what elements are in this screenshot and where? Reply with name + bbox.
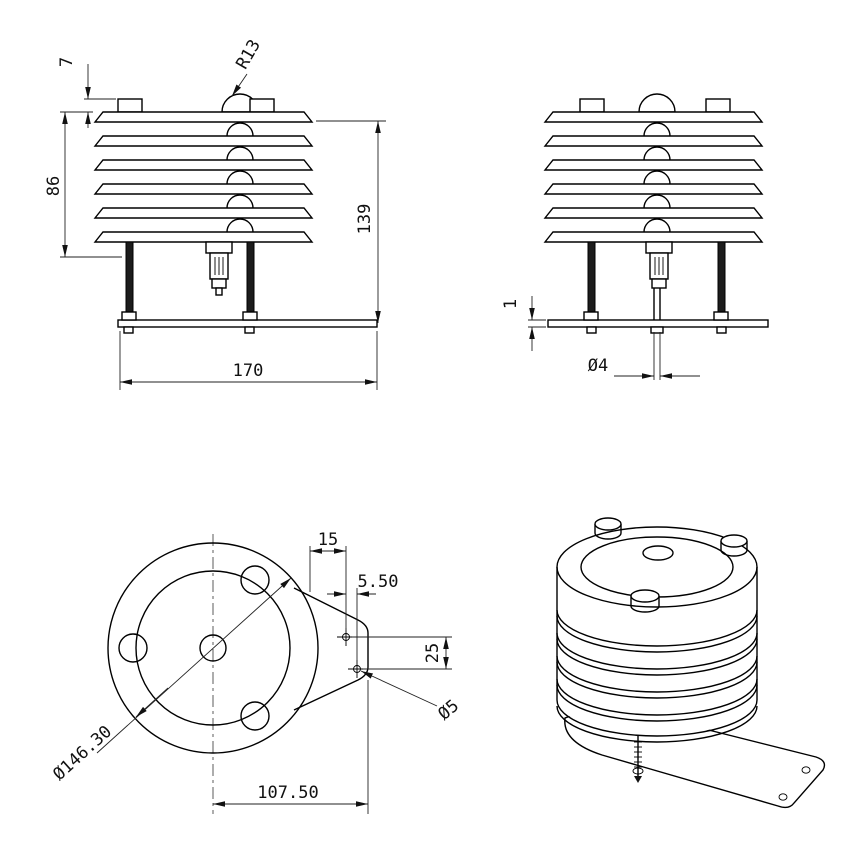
cylinder-occlusion xyxy=(558,665,756,735)
dim-label-stack-height: 86 xyxy=(44,176,64,196)
dim-label-plate-thickness: 1 xyxy=(501,299,521,309)
front-view-dimensions: 7 86 139 170 R13 xyxy=(44,36,386,390)
leg-left xyxy=(587,241,596,321)
cap-tab-right xyxy=(249,98,275,113)
leg-right xyxy=(717,241,726,321)
screw xyxy=(634,736,642,783)
side-view xyxy=(543,93,769,334)
louver xyxy=(93,207,314,219)
louver xyxy=(93,183,314,195)
bracket-hole xyxy=(778,793,788,801)
leg-right xyxy=(246,241,255,321)
center-hole xyxy=(199,634,227,662)
outer-circle xyxy=(107,542,319,754)
dim-label-overall-height: 139 xyxy=(355,204,375,235)
dim-label-hole-diameter: Ø5 xyxy=(435,696,464,724)
louver xyxy=(93,111,314,123)
louver xyxy=(93,135,314,147)
nut xyxy=(716,326,727,334)
nut xyxy=(242,311,258,321)
nut xyxy=(583,311,599,321)
louver xyxy=(93,159,314,171)
louver xyxy=(93,231,314,243)
cap-post xyxy=(630,589,660,613)
dim-label-center-to-edge: 107.50 xyxy=(257,783,318,803)
center-hole xyxy=(642,545,674,561)
inner-dome-arcs xyxy=(226,122,254,233)
nut xyxy=(121,311,137,321)
sensor-connector xyxy=(645,241,673,289)
inner-dome-arcs xyxy=(643,122,671,233)
cap-post xyxy=(594,517,622,540)
base-plate xyxy=(547,319,769,328)
cap-tab-right xyxy=(705,98,731,113)
sensor-connector xyxy=(205,241,233,296)
bracket-hole xyxy=(801,766,811,774)
cap-tab-left xyxy=(579,98,605,113)
inner-circle xyxy=(135,570,291,726)
louver xyxy=(543,231,764,243)
nut xyxy=(586,326,597,334)
dim-label-edge-to-hole: 15 xyxy=(318,530,338,550)
dim-label-hole-spacing: 25 xyxy=(423,643,443,663)
nut xyxy=(650,326,664,334)
louver xyxy=(543,207,764,219)
louver xyxy=(543,135,764,147)
dim-label-hole-offset: 5.50 xyxy=(358,572,399,592)
cap-tab-left xyxy=(117,98,143,113)
side-view-dimensions: 1 Ø4 xyxy=(501,296,700,380)
cap-post xyxy=(720,534,748,557)
louver-stack xyxy=(543,111,764,243)
bolt-hole xyxy=(118,633,148,663)
dim-label-outer-diameter: Ø146.30 xyxy=(49,722,116,785)
dim-label-base-width: 170 xyxy=(233,361,264,381)
dim-label-cap-radius: R13 xyxy=(232,36,265,73)
isometric-view xyxy=(556,517,826,809)
nut xyxy=(123,326,134,334)
louver xyxy=(543,159,764,171)
dim-label-rod-diameter: Ø4 xyxy=(588,356,608,376)
nut xyxy=(713,311,729,321)
louver-stack xyxy=(93,111,314,243)
dim-label-tab-height: 7 xyxy=(57,57,77,67)
base-plate xyxy=(117,319,378,328)
louver xyxy=(543,183,764,195)
leg-left xyxy=(125,241,134,321)
bolt-hole xyxy=(240,565,270,595)
louver xyxy=(543,111,764,123)
bottom-view xyxy=(107,534,369,814)
front-view xyxy=(93,93,378,334)
cap-dome xyxy=(638,93,676,113)
iso-louver-rings xyxy=(556,567,758,743)
nut xyxy=(244,326,255,334)
bolt-hole xyxy=(240,701,270,731)
